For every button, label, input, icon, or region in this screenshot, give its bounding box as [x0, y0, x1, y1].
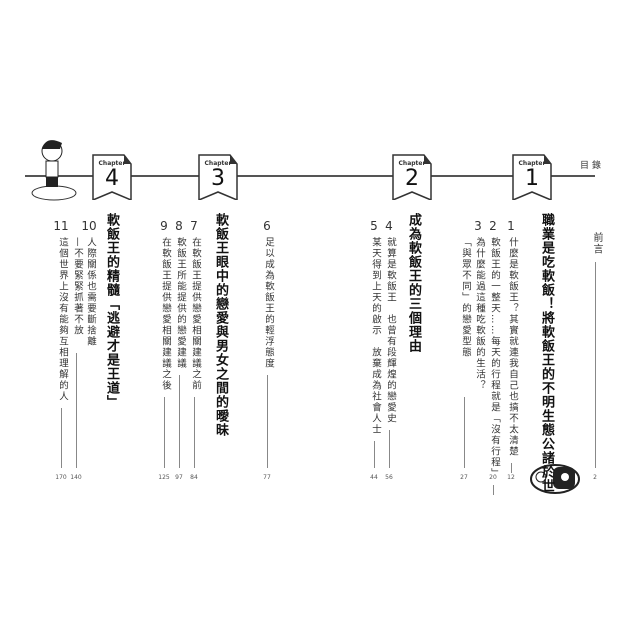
toc-item-text[interactable]: 在軟飯王提供戀愛相關建議之後	[160, 237, 171, 391]
toc-item-text[interactable]: 就算是軟飯王 也曾有段輝煌的戀愛史	[385, 237, 396, 424]
toc-item-text[interactable]: 為什麼能過這種吃軟飯的生活？	[474, 237, 485, 391]
toc-item-page: 77	[263, 474, 271, 481]
toc-item-page: 140	[70, 474, 82, 481]
toc-item-leader	[194, 397, 195, 468]
toc-item-leader	[389, 430, 390, 468]
chapter-label: Chapter	[204, 160, 232, 167]
mascot-illustration	[530, 464, 580, 494]
toc-item-leader	[61, 408, 62, 468]
toc-item-text[interactable]: 足以成為軟飯王的輕浮態度	[263, 237, 274, 369]
toc-item-leader	[76, 353, 77, 468]
toc-item-number: 8	[175, 219, 183, 233]
toc-item-number: 1	[507, 219, 515, 233]
toc-item-leader	[267, 375, 268, 468]
toc-item-number: 3	[474, 219, 482, 233]
toc-item-page: 27	[460, 474, 468, 481]
toc-title: 目錄	[580, 161, 605, 171]
toc-item-number: 4	[385, 219, 393, 233]
preface-page: 2	[593, 474, 597, 481]
toc-item-number: 9	[160, 219, 168, 233]
cloud-character-illustration	[31, 140, 77, 201]
toc-item-page: 84	[190, 474, 198, 481]
toc-item-text[interactable]: 什麼是軟飯王？其實就連我自己也搞不太清楚	[507, 237, 518, 457]
chapter-label: Chapter	[518, 160, 546, 167]
toc-item-number: 11	[53, 219, 69, 233]
toc-item-number: 2	[489, 219, 497, 233]
chapter-4-title[interactable]: 軟飯王的精髓「逃避才是王道」	[104, 213, 119, 409]
chapter-2-title[interactable]: 成為軟飯王的三個理由	[406, 213, 421, 353]
toc-item-text[interactable]: 某天得到上天的啟示 放棄成為社會人士	[370, 237, 381, 435]
chapter-number: 1	[525, 166, 539, 191]
chapter-label: Chapter	[398, 160, 426, 167]
toc-item-leader	[493, 485, 494, 495]
toc-item-text[interactable]: 軟飯王所能提供的戀愛建議	[175, 237, 186, 369]
toc-item-text[interactable]: 「與眾不同」的戀愛型態	[460, 237, 471, 358]
chapter-3-title[interactable]: 軟飯王眼中的戀愛與男女之間的曖昧	[213, 213, 228, 437]
toc-item-text[interactable]: 軟飯王的一整天……每天的行程就是「沒有行程」	[489, 237, 500, 479]
toc-item-text[interactable]: —不要緊緊抓著不放	[72, 237, 83, 336]
toc-item-number: 10	[81, 219, 97, 233]
toc-item-number: 5	[370, 219, 378, 233]
toc-item-page: 125	[158, 474, 170, 481]
toc-item-leader	[464, 397, 465, 468]
toc-item-page: 97	[175, 474, 183, 481]
chapter-number: 3	[211, 166, 225, 191]
chapter-1-title[interactable]: 職業是吃軟飯！將軟飯王的不明生態公諸於世	[539, 213, 554, 493]
chapter-number: 2	[405, 166, 419, 191]
toc-item-leader	[179, 375, 180, 468]
toc-item-leader	[511, 463, 512, 473]
toc-item-text[interactable]: 人際關係也需要斷捨離	[85, 237, 96, 347]
toc-item-leader	[164, 397, 165, 468]
toc-item-number: 6	[263, 219, 271, 233]
chapter-number: 4	[105, 166, 119, 191]
toc-item-leader	[374, 441, 375, 468]
toc-item-page: 12	[507, 474, 515, 481]
toc-item-page: 44	[370, 474, 378, 481]
chapter-divider-line	[25, 175, 595, 177]
toc-item-page: 56	[385, 474, 393, 481]
toc-item-page: 170	[55, 474, 67, 481]
toc-item-page: 20	[489, 474, 497, 481]
preface-label[interactable]: 前言	[591, 232, 602, 255]
toc-item-number: 7	[190, 219, 198, 233]
chapter-label: Chapter	[98, 160, 126, 167]
toc-item-text[interactable]: 在軟飯王提供戀愛相關建議之前	[190, 237, 201, 391]
preface-leader	[595, 262, 596, 468]
toc-item-text[interactable]: 這個世界上沒有能夠互相理解的人	[57, 237, 68, 402]
